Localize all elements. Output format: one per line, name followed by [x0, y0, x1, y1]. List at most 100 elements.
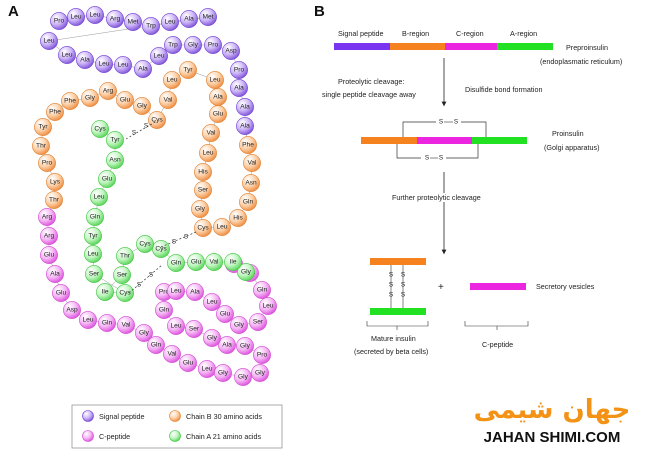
chain-a-residue-label: Ile	[102, 289, 109, 296]
signal-peptide-residue-label: Pro	[54, 18, 65, 25]
c-peptide-residue-label: Gln	[102, 320, 113, 327]
bar-label-cregion: C-region	[456, 29, 484, 38]
chain-a-residue-label: Leu	[93, 194, 104, 201]
signal-peptide-residue: Met	[199, 8, 217, 26]
chain-b-residue: Gly	[81, 89, 99, 107]
c-peptide-residue-label: Gly	[139, 330, 150, 337]
c-peptide-residue-bead	[98, 314, 116, 332]
signal-peptide-residue: Leu	[114, 56, 132, 74]
chain-a-residue-bead	[187, 253, 205, 271]
signal-peptide-residue-bead	[40, 32, 58, 50]
c-peptide-residue: Glu	[52, 284, 70, 302]
c-peptide-residue-label: Glu	[44, 252, 55, 259]
chain-b-residue: Thr	[45, 191, 63, 209]
s-atom: S	[401, 272, 405, 279]
chain-b-residue-bead	[194, 181, 212, 199]
signal-peptide-residue: Leu	[150, 47, 168, 65]
signal-peptide-residue-bead	[58, 46, 76, 64]
chain-a-residue: Glu	[187, 253, 205, 271]
chain-b-residue-label: Tyr	[38, 124, 48, 131]
chain-a-residue-bead	[113, 266, 131, 284]
chain-b-residue-bead	[229, 209, 247, 227]
c-peptide-residue-bead	[117, 316, 135, 334]
mature-b-chain	[370, 258, 426, 265]
signal-peptide-residue-label: Ala	[138, 66, 148, 73]
signal-peptide-residue-label: Trp	[146, 23, 156, 30]
chain-a-residue: Ile	[96, 283, 114, 301]
chain-a-residue-label: Val	[209, 259, 219, 266]
chain-a-residue-bead	[167, 254, 185, 272]
signal-peptide-residue-label: Leu	[98, 61, 109, 68]
chain-b-residue: Phe	[46, 103, 64, 121]
signal-peptide-residue-label: Leu	[70, 14, 81, 21]
proinsulin-label: Proinsulin	[552, 129, 584, 138]
legend-signal-label: Signal peptide	[99, 412, 145, 421]
chain-a-residue-bead	[84, 227, 102, 245]
chain-a-residue: Leu	[84, 245, 102, 263]
chain-b-residue: Leu	[206, 71, 224, 89]
chain-b-residue-label: Phe	[64, 98, 76, 105]
chain-b-residue: Phe	[239, 136, 257, 154]
chain-b-residue-label: Tyr	[183, 67, 193, 74]
c-peptide-residue: Gly	[234, 368, 252, 386]
preproinsulin-label: Preproinsulin	[566, 43, 608, 52]
chain-b-residue: His	[229, 209, 247, 227]
signal-peptide-residue: Met	[124, 13, 142, 31]
signal-peptide-residue-label: Leu	[61, 52, 72, 59]
c-peptide-residue-label: Arg	[44, 233, 55, 240]
chain-a-residue: Tyr	[84, 227, 102, 245]
chain-b-residue-bead	[242, 174, 260, 192]
chain-b-residue-bead	[179, 61, 197, 79]
s-atom: S	[439, 119, 443, 126]
signal-peptide-residue-bead	[150, 47, 168, 65]
chain-b-residue: Tyr	[34, 118, 52, 136]
c-peptide-residue-bead	[216, 305, 234, 323]
preproinsulin-b-segment	[390, 43, 445, 50]
c-peptide-residue: Gln	[253, 281, 271, 299]
legend: Signal peptide C-peptide Chain B 30 amin…	[71, 404, 283, 449]
c-peptide-residue: Gly	[203, 329, 221, 347]
c-peptide-residue-label: Leu	[170, 323, 181, 330]
signal-peptide-residue-label: Leu	[43, 38, 54, 45]
signal-peptide-residue: Ala	[236, 98, 254, 116]
signal-peptide-residue: Ala	[180, 10, 198, 28]
preproinsulin-a-segment	[497, 43, 553, 50]
chain-a-residue: Gln	[86, 208, 104, 226]
chain-b-residue-label: Cys	[151, 117, 163, 124]
chain-a-residue-bead	[106, 151, 124, 169]
c-peptide-residue: Gly	[230, 316, 248, 334]
c-peptide-residue: Gly	[236, 337, 254, 355]
plus-sign: +	[438, 282, 444, 293]
proinsulin-location: (Golgi apparatus)	[544, 143, 600, 152]
signal-peptide-residue-label: Leu	[153, 53, 164, 60]
signal-peptide-residue: Asp	[222, 42, 240, 60]
signal-peptide-residue: Leu	[161, 13, 179, 31]
signal-peptide-residue: Ala	[236, 117, 254, 135]
chain-b-residue: Tyr	[179, 61, 197, 79]
chain-a-residue-label: Ser	[117, 272, 128, 279]
c-peptide-residue-label: Val	[121, 322, 131, 329]
chain-b-residue-bead	[32, 137, 50, 155]
c-peptide-residue-label: Gly	[218, 370, 229, 377]
c-peptide-residue-bead	[46, 265, 64, 283]
c-peptide-residue-bead	[251, 364, 269, 382]
chain-b-residue: Ala	[209, 88, 227, 106]
chain-a-residue-bead	[152, 240, 170, 258]
chain-b-residue-label: Leu	[202, 150, 213, 157]
chain-a-residue-label: Gln	[90, 214, 101, 221]
c-peptide-residue-label: Glu	[56, 290, 67, 297]
chain-b-residue: Leu	[199, 144, 217, 162]
chain-b-residue-bead	[45, 191, 63, 209]
signal-peptide-residue-bead	[76, 51, 94, 69]
c-peptide-residue: Gly	[214, 364, 232, 382]
chain-a-residue-bead	[116, 247, 134, 265]
c-peptide-residue: Gly	[135, 324, 153, 342]
c-peptide-residue: Leu	[259, 297, 277, 315]
c-peptide-residue: Gln	[98, 314, 116, 332]
c-peptide-residue-bead	[163, 345, 181, 363]
c-peptide-residue-bead	[236, 337, 254, 355]
chain-b-residue-label: Ala	[213, 94, 223, 101]
signal-peptide-residue-bead	[86, 6, 104, 24]
c-peptide-residue-bead	[249, 313, 267, 331]
